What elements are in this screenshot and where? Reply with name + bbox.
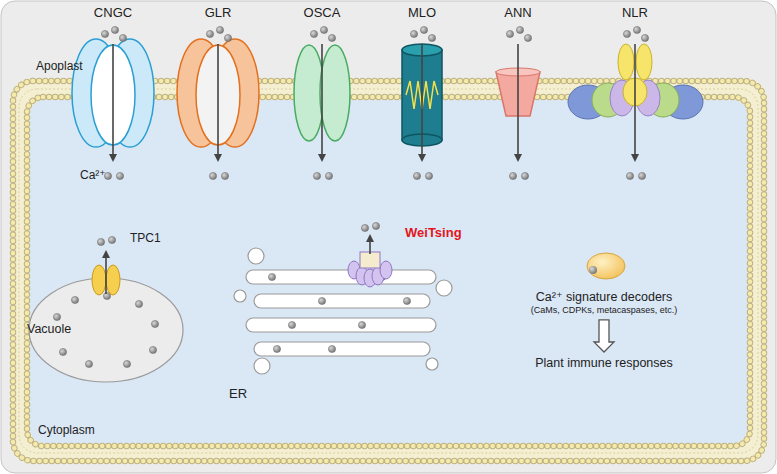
- channel-name: CNGC: [94, 6, 132, 21]
- lipid-heads: [27, 97, 750, 446]
- weitsing-channel: [348, 252, 392, 287]
- protein-name: WeiTsing: [405, 226, 462, 241]
- calcium-ion: [413, 172, 420, 179]
- hollow-arrow: [594, 320, 614, 352]
- decoder-icon: [587, 253, 625, 279]
- calcium-ion: [325, 172, 332, 179]
- calcium-ion: [119, 34, 126, 41]
- flux-arrow: [418, 44, 426, 162]
- node-text: Vacuole: [27, 322, 71, 337]
- calcium-ion: [428, 34, 435, 41]
- er-organelle: ER: [232, 236, 454, 412]
- calcium-ion: [224, 34, 231, 41]
- channel-name: OSCA: [304, 6, 341, 21]
- decoder-label: Ca²⁺ signature decoders(CaMs, CDPKs, met…: [527, 288, 682, 318]
- region-label: Apoplast: [36, 60, 83, 74]
- calcium-ion: [216, 26, 223, 33]
- node-text: ER: [229, 386, 247, 402]
- lipid-heads: [27, 97, 750, 446]
- channel-name: NLR: [622, 6, 648, 21]
- calcium-ion: [288, 321, 295, 328]
- flux-arrow: [366, 234, 374, 254]
- node-text: Plant immune responses: [531, 356, 677, 371]
- flux-arrow: [514, 44, 522, 162]
- cytoplasm-ground: [30, 100, 747, 443]
- calcium-ion: [626, 172, 633, 179]
- calcium-ion: [209, 172, 216, 179]
- calcium-ion: [509, 172, 516, 179]
- calcium-ion: [524, 34, 531, 41]
- flux-arrow: [631, 44, 639, 162]
- calcium-ion: [97, 238, 104, 245]
- calcium-ion: [111, 26, 118, 33]
- channel-name: ANN: [504, 6, 531, 21]
- calcium-ion: [206, 30, 213, 37]
- calcium-ion: [641, 34, 648, 41]
- calcium-ion: [116, 172, 123, 179]
- calcium-ion: [425, 172, 432, 179]
- calcium-ion: [372, 222, 379, 229]
- flux-arrow: [318, 44, 326, 162]
- calcium-ion: [516, 26, 523, 33]
- calcium-ion: [506, 30, 513, 37]
- er-outline: [232, 236, 454, 412]
- flux-arrow: [214, 44, 222, 162]
- calcium-ion: [361, 224, 368, 231]
- vacuole: Vacuole: [27, 272, 185, 384]
- flux-arrow: [109, 44, 117, 162]
- calcium-ion: [101, 30, 108, 37]
- response-label: Plant immune responses: [531, 354, 677, 373]
- channel-name: TPC1: [130, 232, 161, 246]
- calcium-ion: [313, 172, 320, 179]
- calcium-ion: [59, 348, 66, 355]
- region-label: Cytoplasm: [38, 424, 95, 438]
- node-text: Ca²⁺ signature decoders: [527, 290, 682, 305]
- calcium-ion: [85, 360, 92, 367]
- calcium-ion: [268, 273, 275, 280]
- calcium-ion: [221, 172, 228, 179]
- calcium-ion: [310, 30, 317, 37]
- calcium-ion: [320, 26, 327, 33]
- channel-name: GLR: [205, 6, 232, 21]
- calcium-ion: [108, 236, 115, 243]
- calcium-ion: [358, 321, 365, 328]
- er-cisternae: [234, 248, 452, 374]
- calcium-ion: [318, 297, 325, 304]
- channel-name: MLO: [408, 6, 436, 21]
- calcium-ion: [135, 300, 142, 307]
- calcium-ion: [273, 345, 280, 352]
- calcium-ion: [633, 26, 640, 33]
- calcium-ion: [71, 296, 78, 303]
- calcium-ion: [638, 172, 645, 179]
- calcium-ion: [410, 30, 417, 37]
- calcium-ion: [521, 172, 528, 179]
- ion-label: Ca²⁺: [80, 169, 106, 183]
- calcium-ion: [420, 26, 427, 33]
- calcium-ion: [123, 360, 130, 367]
- calcium-ion: [328, 345, 335, 352]
- calcium-ion: [53, 313, 60, 320]
- calcium-ion: [403, 297, 410, 304]
- calcium-ion: [151, 320, 158, 327]
- calcium-ion: [328, 34, 335, 41]
- flux-arrow: [102, 250, 110, 294]
- node-subtext: (CaMs, CDPKs, metacaspases, etc.): [527, 305, 682, 316]
- calcium-ion: [623, 30, 630, 37]
- calcium-ion: [149, 346, 156, 353]
